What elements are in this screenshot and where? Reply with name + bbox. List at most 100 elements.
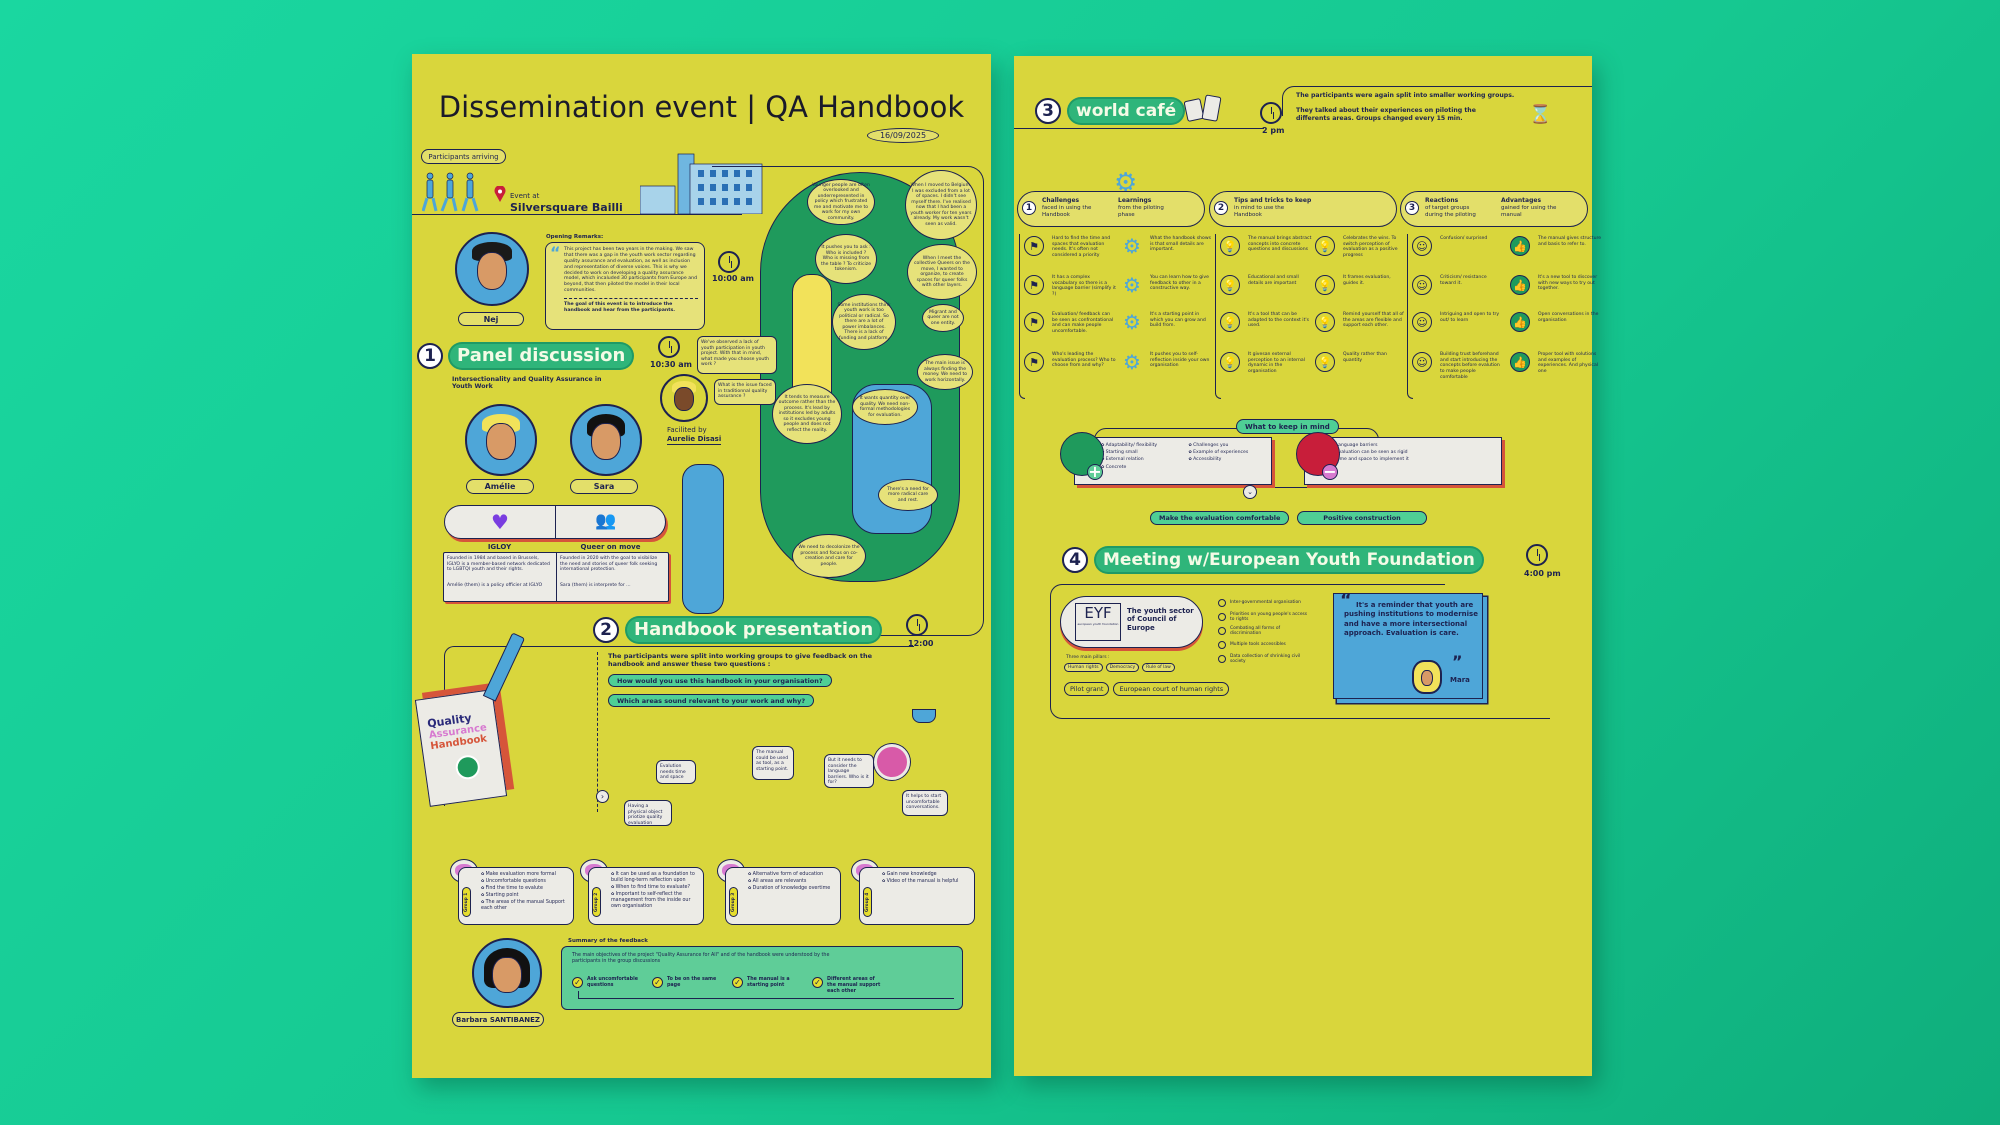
category-subtitle: faced in using the Handbook	[1042, 205, 1092, 218]
eyf-point-text: Combating all forms of discrimination	[1230, 625, 1281, 637]
category-subtitle: from the piloting phase	[1118, 205, 1164, 218]
group-card: Make evaluation more formalUncomfortable…	[450, 859, 574, 925]
feedback-item: Important to self-reflect the management…	[611, 891, 699, 910]
lightbulb-icon: 💡	[1220, 312, 1240, 332]
speech-bubble: Some institutions think youth work is to…	[832, 294, 896, 350]
mara-quote-text: It's a reminder that youth are pushing i…	[1344, 601, 1478, 638]
cafe-item-text: Open conversations in the organisation	[1538, 312, 1599, 323]
cafe-item-text: It has a complex vocabulary so there is …	[1052, 275, 1116, 298]
lightbulb-icon: 💡	[1315, 236, 1335, 256]
summary-point: To be on the same page	[667, 977, 717, 988]
eyf-tagline: The youth sector of Council of Europe	[1127, 607, 1194, 632]
group-label: Group 3	[729, 887, 738, 917]
speech-bubble: What is the issue faced in traditionnal …	[714, 379, 776, 405]
cafe-item-text: It frames evaluation, guides it.	[1343, 275, 1391, 286]
avatar-nej	[455, 232, 529, 306]
question-1: How would you use this handbook in your …	[608, 674, 832, 687]
avatar-barbara	[472, 938, 542, 1008]
divider	[1014, 128, 1264, 129]
plus-icon: +	[1087, 462, 1103, 481]
cafe-item-text: Intriguing and open to try out/ to learn	[1440, 312, 1500, 323]
cafe-item: 💡It givesan external perception to an in…	[1220, 352, 1312, 386]
eyf-logo: EYF	[1084, 604, 1112, 622]
group-feedback-list: It can be used as a foundation to build …	[588, 867, 704, 925]
speaker-name-nej: Nej	[458, 312, 524, 326]
outcome-positive-construction: Positive construction	[1297, 511, 1427, 525]
cafe-item-text: Remind yourself that all of the areas ar…	[1343, 312, 1404, 329]
thumbs-up-icon: 👍	[1510, 236, 1530, 256]
eyf-point-text: Priorities on young people's access to r…	[1230, 611, 1308, 623]
divider	[412, 214, 742, 215]
eyf-point: Multiple tools accessibles	[1218, 638, 1328, 652]
group-feedback-list: Make evaluation more formalUncomfortable…	[458, 867, 574, 925]
cafe-item: ⚑Evaluation/ feedback can be seen as con…	[1024, 312, 1116, 346]
category-subtitle: in mind to use the Handbook	[1234, 205, 1285, 218]
group-label: Group 2	[592, 887, 601, 917]
section-title-world-cafe: world café	[1069, 99, 1184, 123]
speaker-name-amelie: Amélie	[466, 479, 534, 494]
gear-icon: ⚙	[1123, 273, 1141, 297]
speech-bubble: It wants quantity over quality. We need …	[852, 389, 918, 425]
cafe-text-1: The participants were again split into s…	[1296, 92, 1515, 99]
section-number-1: 1	[417, 343, 443, 369]
quote-author: Mara	[1450, 676, 1470, 684]
cafe-item-text: It's a tool that can be adapted to the c…	[1248, 312, 1310, 329]
group-card: Alternative form of educationAll areas a…	[717, 859, 841, 925]
facilitated-by-label: Facilited by	[667, 426, 707, 434]
avatar-mara	[1412, 660, 1442, 694]
clock-icon	[658, 336, 680, 358]
category-subtitle: of target groups during the piloting	[1425, 205, 1476, 218]
quote-bubble: The manual could be used as tool, as a s…	[752, 746, 794, 780]
date-badge: 16/09/2025	[867, 128, 939, 143]
org-descriptions: Founded in 1984 and based in Brussels, I…	[443, 552, 669, 602]
cafe-item-text: Educational and small details are import…	[1248, 275, 1299, 286]
eyf-point-text: Multiple tools accessibles	[1230, 642, 1286, 648]
cafe-item-text: Building trust beforehand and start intr…	[1440, 352, 1500, 380]
eyf-tag: Pilot grant	[1064, 682, 1110, 696]
outcome-comfortable: Make the evaluation comfortable	[1150, 511, 1290, 525]
org-logos: ♥ 👥	[444, 505, 666, 539]
smiley-icon: ☺	[1412, 312, 1432, 332]
eyf-logo-subtitle: european youth foundation	[1077, 622, 1119, 626]
feedback-item: Video of the manual is helpful	[882, 878, 970, 885]
summary-label: Summary of the feedback	[568, 938, 648, 944]
chevron-right-icon: ›	[596, 790, 609, 803]
facilitator-name: Aurelie Disasi	[667, 435, 722, 445]
eyf-card: EYF european youth foundation The youth …	[1060, 596, 1203, 648]
positive-item: Concrete	[1101, 464, 1184, 471]
eyf-point: Combating all forms of discrimination	[1218, 624, 1328, 638]
circle-bullet-icon	[1218, 641, 1226, 649]
opening-remarks-quote: “ This project has been two years in the…	[545, 242, 705, 330]
mara-quote-box: “ It's a reminder that youth are pushing…	[1333, 590, 1483, 699]
lightbulb-icon: 💡	[1315, 312, 1335, 332]
lightbulb-icon: 💡	[1220, 352, 1240, 372]
column-arrow-line	[1019, 234, 1025, 399]
speech-bubble: There's a need for more radical care and…	[878, 479, 938, 511]
cafe-item: 👍The manual gives structure and basis to…	[1510, 236, 1602, 270]
positive-item: Accessibility	[1189, 456, 1272, 463]
flag-mountain-icon: ⚑	[1024, 352, 1044, 372]
cafe-item-text: It pushes you to self-reflection inside …	[1150, 352, 1210, 369]
cafe-item-text: Criticism/ resistance toward it.	[1440, 275, 1487, 286]
speech-bubble: It tends to measure outcome rather than …	[772, 384, 842, 444]
gear-icon: ⚙	[1123, 310, 1141, 334]
lightbulb-icon: 💡	[1220, 275, 1240, 295]
venue-name: Silversquare Bailli	[510, 201, 623, 214]
opening-remarks-label: Opening Remarks:	[546, 234, 604, 240]
feedback-item: It can be used as a foundation to build …	[611, 871, 699, 884]
org-name-igloy: IGLOY	[487, 543, 512, 551]
speech-bubble: When I moved to Belgium, I was excluded …	[905, 170, 977, 240]
cafe-item: ⚙It pushes you to self-reflection inside…	[1122, 350, 1214, 386]
section-number-2: 2	[593, 617, 619, 643]
chevron-down-icon: ⌄	[1243, 485, 1257, 499]
cafe-item-text: What the handbook shows is that small de…	[1150, 236, 1212, 253]
category-number: 1	[1022, 201, 1036, 215]
avatar-facilitator	[660, 374, 708, 422]
cafe-item: ⚑It has a complex vocabulary so there is…	[1024, 275, 1116, 309]
panel-time: 10:30 am	[650, 360, 692, 369]
clock-icon	[1526, 544, 1548, 566]
sara-role: Sara (them) is interprete for ...	[560, 583, 631, 588]
heart-logo-icon: ♥	[491, 510, 509, 534]
location-pin-icon	[494, 185, 506, 202]
